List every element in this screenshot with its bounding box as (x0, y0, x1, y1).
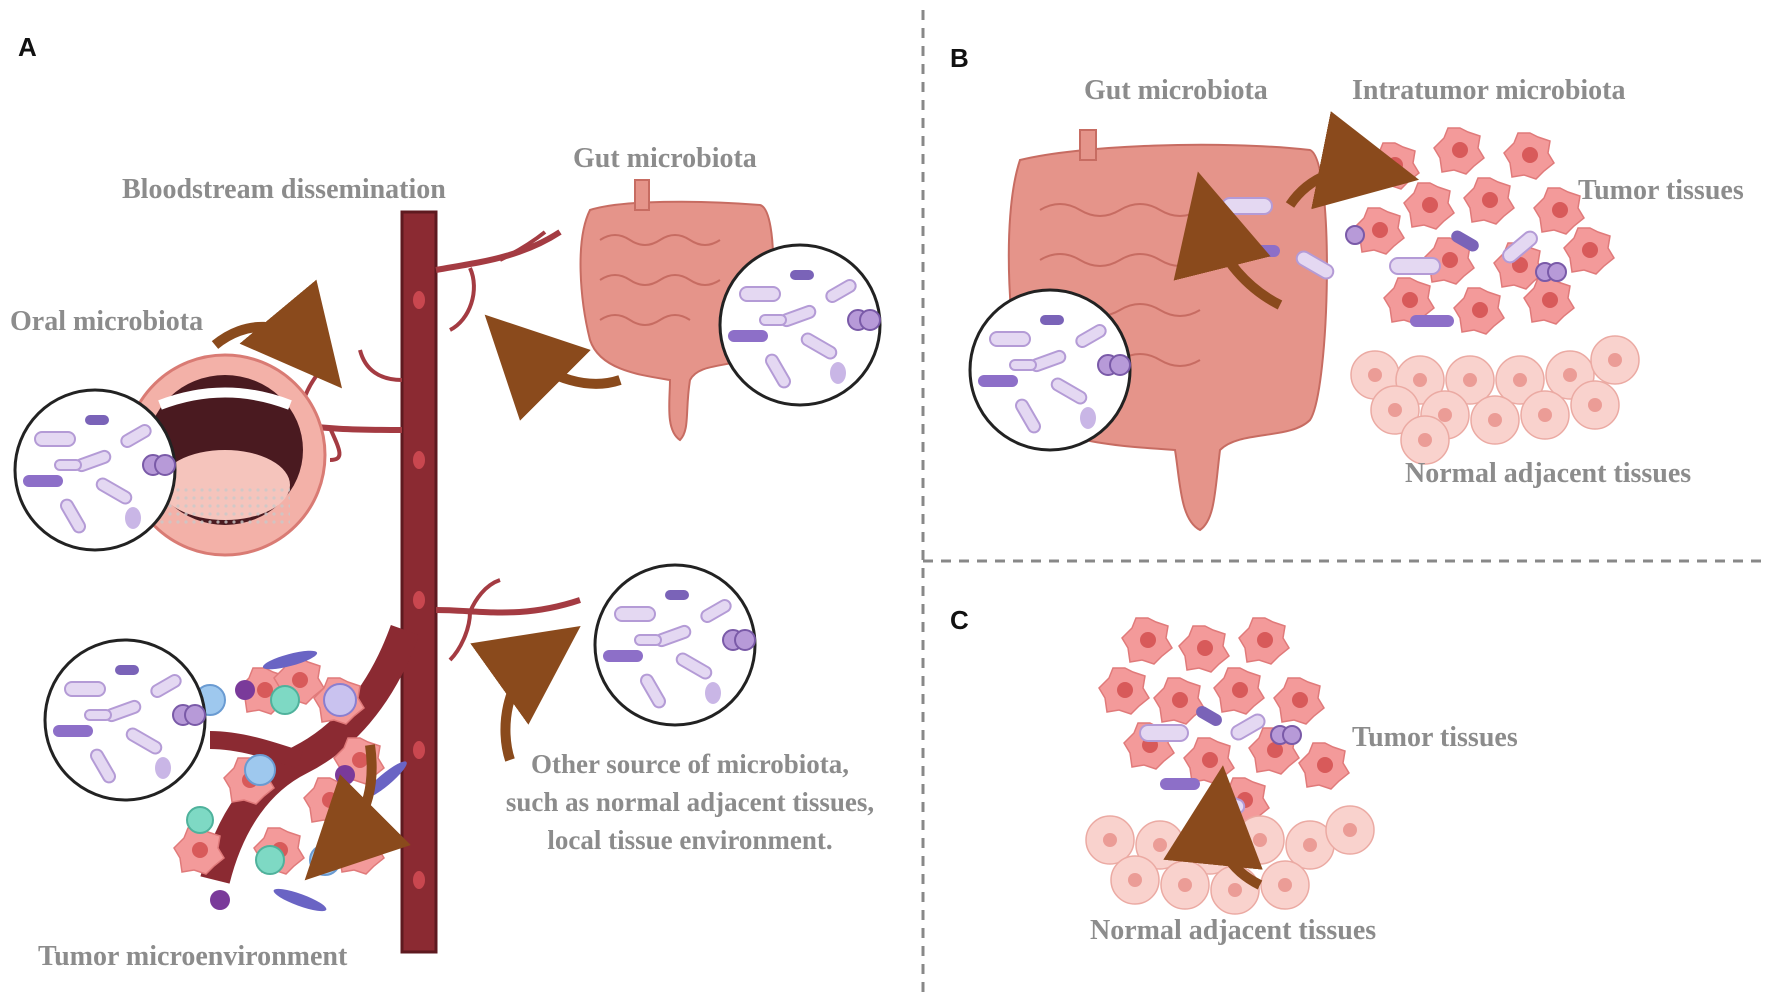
microbe-zoom-gut-b (968, 288, 1132, 452)
label-other-source-line-3: local tissue environment. (547, 825, 833, 855)
label-normal-adjacent-c: Normal adjacent tissues (1090, 915, 1377, 946)
microbe-zoom-tumor-a (43, 638, 207, 802)
label-gut-microbiota-b: Gut microbiota (1084, 75, 1268, 106)
label-other-source-line-2: such as normal adjacent tissues, (505, 787, 875, 817)
panel-letter-a: A (18, 32, 37, 62)
arrow-oral-to-vessel (211, 279, 343, 389)
panel-letter-c: C (950, 605, 969, 635)
mouth-illustration (123, 353, 327, 557)
normal-tissue-b (1350, 335, 1640, 465)
tumor-tissue-b (1353, 127, 1615, 335)
arrow-vessel-to-tumor (304, 744, 411, 881)
label-bloodstream-dissemination: Bloodstream dissemination (122, 174, 446, 205)
label-intratumor-microbiota: Intratumor microbiota (1352, 75, 1626, 106)
arrow-other-to-vessel (470, 625, 581, 762)
label-tumor-microenvironment: Tumor microenvironment (38, 941, 348, 972)
label-tumor-tissues-c: Tumor tissues (1352, 722, 1518, 753)
microbe-zoom-other (593, 563, 757, 727)
arrow-b-to-tumor (1285, 111, 1420, 210)
gut-illustration-a (579, 179, 775, 442)
arrow-b-up (1173, 171, 1283, 310)
label-tumor-tissues-b: Tumor tissues (1578, 175, 1744, 206)
label-gut-microbiota-a: Gut microbiota (573, 143, 757, 174)
microbe-zoom-gut-a (718, 243, 882, 407)
arrow-c-up (1163, 765, 1263, 890)
panel-letter-b: B (950, 43, 969, 73)
tumor-tissue-c (1098, 617, 1350, 825)
arrow-gut-to-vessel (484, 314, 622, 421)
label-other-source: Other source of microbiota, such as norm… (470, 745, 910, 859)
label-other-source-line-1: Other source of microbiota, (531, 749, 849, 779)
label-normal-adjacent-b: Normal adjacent tissues (1405, 458, 1692, 489)
microbe-zoom-oral (13, 388, 177, 552)
label-oral-microbiota: Oral microbiota (10, 306, 204, 337)
